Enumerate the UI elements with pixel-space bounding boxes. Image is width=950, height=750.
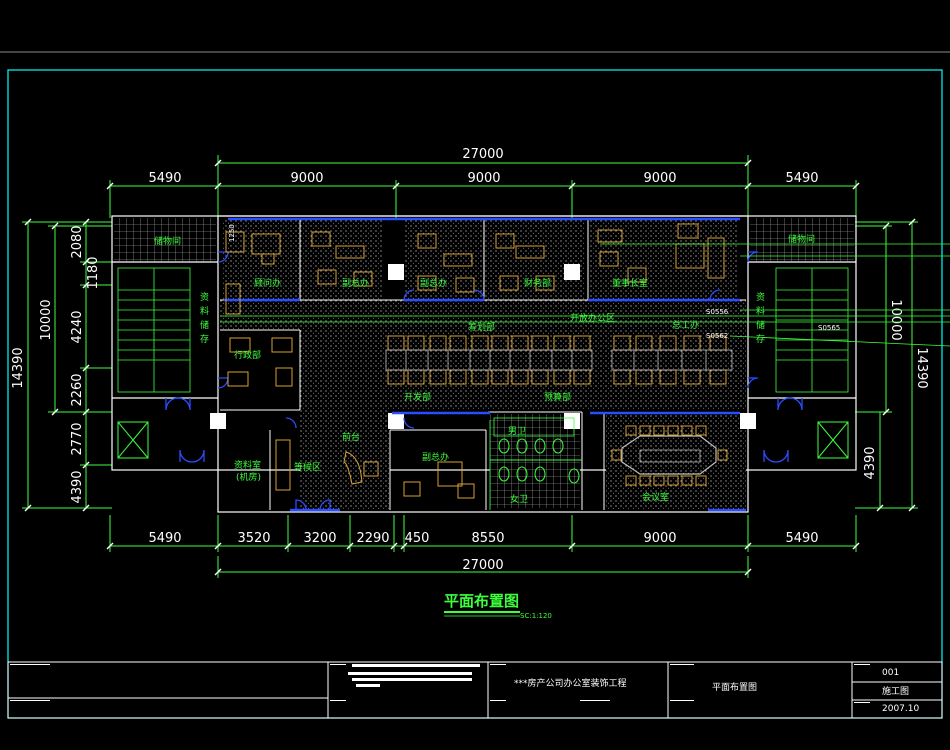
label-development: 开发部	[404, 391, 431, 403]
code-s0565: S0565	[818, 324, 840, 332]
label-reception: 前台	[342, 431, 360, 443]
svg-text:储: 储	[756, 319, 765, 331]
dim-bottom-seg-6: 8550	[471, 531, 504, 546]
office-floor-3	[590, 220, 738, 300]
elevator-right	[817, 421, 849, 459]
title-block-stage: 施工图	[882, 685, 909, 697]
dim-bottom-seg-2: 3520	[237, 531, 270, 546]
drawing-title: 平面布置图	[444, 592, 519, 610]
meeting-table	[611, 425, 728, 486]
label-admin: 行政部	[234, 349, 261, 361]
dim-top-seg-4: 9000	[643, 171, 676, 186]
dim-left-seg-4: 2260	[70, 373, 85, 406]
dim-top-seg-1: 5490	[148, 171, 181, 186]
workstation-desks	[385, 349, 733, 371]
label-finance: 财务部	[524, 277, 551, 289]
title-block-bars	[10, 664, 870, 703]
wc-floor	[490, 414, 580, 508]
drawing-scale: SC:1:120	[520, 612, 552, 620]
meeting-floor	[606, 412, 746, 510]
archive-left-label: 资 料 储 存	[200, 292, 209, 345]
dim-bottom-seg-1: 5490	[148, 531, 181, 546]
archive-right-label: 资 料 储 存	[756, 292, 765, 345]
svg-text:料: 料	[756, 305, 765, 317]
washroom-fixtures	[490, 417, 582, 484]
svg-text:储: 储	[200, 319, 209, 331]
dim-right-total: 14390	[914, 347, 929, 388]
label-gm: 副总办	[422, 451, 449, 463]
glass-walls	[224, 217, 746, 512]
title-block-number: 001	[882, 668, 899, 678]
stairs-left	[117, 267, 191, 393]
svg-text:料: 料	[200, 305, 209, 317]
title-block-project: ***房产公司办公室装饰工程	[514, 677, 627, 689]
label-open-office: 开放办公区	[570, 312, 615, 324]
dim-bottom-seg-4: 2290	[356, 531, 389, 546]
label-engineering: 筹划部	[468, 321, 495, 333]
dim-bottom-seg-3: 3200	[303, 531, 336, 546]
svg-text:资: 资	[756, 292, 765, 303]
office-floor-1	[222, 220, 382, 300]
label-meeting: 会议室	[642, 491, 669, 503]
small-tag: 1250	[228, 224, 236, 242]
svg-text:资: 资	[200, 292, 209, 303]
code-s0556: S0556	[706, 308, 729, 316]
storage-right-floor	[750, 218, 854, 261]
leader-lines	[220, 243, 950, 510]
dim-bottom-seg-8: 5490	[785, 531, 818, 546]
dim-left-mid: 10000	[39, 299, 54, 340]
dim-right-seg: 4390	[863, 446, 878, 479]
building-walls	[111, 215, 857, 513]
dim-bottom-seg-5: 450	[405, 531, 430, 546]
top-dimension-lines	[109, 155, 857, 220]
title-block-drawing-name: 平面布置图	[712, 681, 757, 693]
doors	[165, 251, 803, 511]
storage-left-floor	[114, 218, 216, 261]
dim-bottom-total: 27000	[462, 558, 503, 573]
dim-bottom-seg-7: 9000	[643, 531, 676, 546]
label-vice-gm-1: 顾问办	[254, 277, 281, 289]
dim-left-seg-6: 4390	[70, 470, 85, 503]
dim-top-seg-2: 9000	[290, 171, 323, 186]
label-storage-right: 储物间	[788, 233, 815, 245]
label-chairman: 董事长室	[612, 277, 648, 289]
lobby-floor	[300, 410, 390, 510]
furniture	[225, 223, 725, 499]
dim-top-total: 27000	[462, 147, 503, 162]
elevator-left	[117, 421, 149, 459]
columns	[210, 264, 756, 429]
label-waiting: 等候区	[294, 461, 321, 473]
dim-top-seg-5: 5490	[785, 171, 818, 186]
label-storage-left: 储物间	[154, 235, 181, 247]
label-data-room: 资料室	[234, 459, 261, 471]
title-block-frame	[7, 661, 943, 719]
label-womens-wc: 女卫	[510, 493, 528, 505]
corridor-floor	[220, 300, 746, 330]
label-budget: 预算部	[544, 391, 571, 403]
label-chief-engineer: 总工办	[672, 319, 699, 331]
code-s0562: S0562	[706, 332, 728, 340]
dim-left-seg-3: 4240	[70, 310, 85, 343]
dim-left-seg-2: 1180	[86, 256, 101, 289]
label-mens-wc: 男卫	[508, 426, 526, 437]
title-block-date: 2007.10	[882, 704, 919, 714]
dim-left-total: 14390	[11, 347, 26, 388]
dim-left-seg-5: 2770	[70, 422, 85, 455]
dim-right-mid: 10000	[888, 299, 903, 340]
dim-left-seg-1: 2080	[70, 225, 85, 258]
label-data-room-sub: (机房)	[236, 471, 261, 483]
label-vice-gm-3: 副总办	[420, 277, 447, 289]
dim-top-seg-3: 9000	[467, 171, 500, 186]
label-vice-gm-2: 副总办	[342, 277, 369, 289]
svg-text:存: 存	[756, 333, 765, 345]
svg-text:存: 存	[200, 333, 209, 345]
